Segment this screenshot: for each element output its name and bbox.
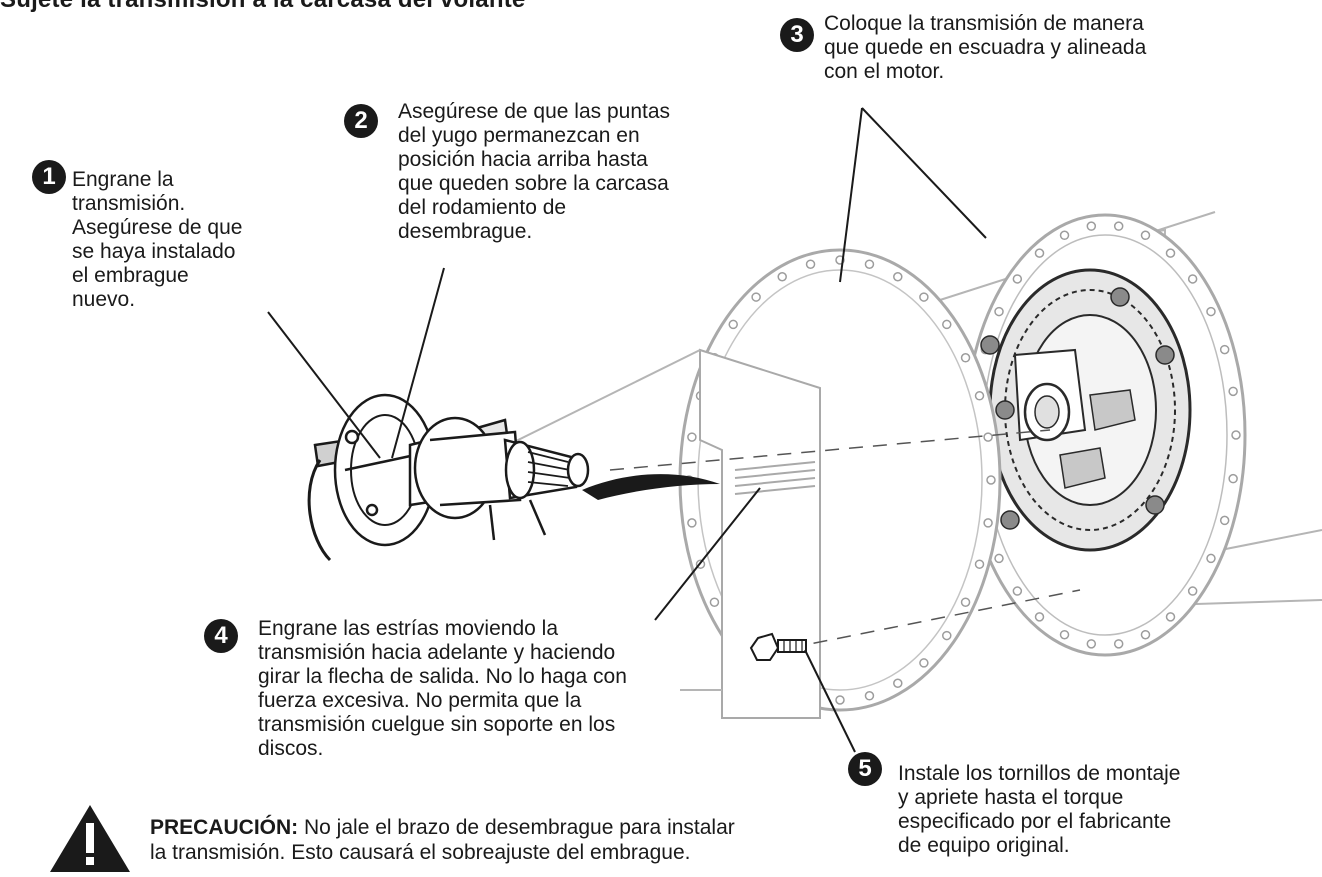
flywheel-bolt-hole <box>1140 629 1151 640</box>
flywheel-bolt-hole <box>1206 306 1216 317</box>
page-title: Sujete la transmisión a la carcasa del v… <box>0 0 525 14</box>
flywheel-bolt-hole <box>1187 274 1198 284</box>
housing-bolt-hole <box>687 518 697 528</box>
step-1-line: Engrane la <box>72 168 174 191</box>
housing-bolt-hole <box>709 597 720 607</box>
step-5-line: de equipo original. <box>898 834 1070 857</box>
step-5-badge: 5 <box>848 752 882 786</box>
housing-bolt-hole <box>983 432 993 442</box>
flywheel-bolt-hole <box>1165 612 1176 622</box>
step-4-line: girar la flecha de salida. No lo haga co… <box>258 665 627 688</box>
caution-text-1: No jale el brazo de desembrague para ins… <box>298 816 735 839</box>
flywheel-bolt-hole <box>1113 221 1124 231</box>
step-1-line: nuevo. <box>72 288 136 311</box>
housing-bolt-hole <box>777 271 787 282</box>
transmission-input-assembly <box>307 393 590 562</box>
leader-lines <box>267 107 987 753</box>
housing-bolt-hole <box>919 292 929 302</box>
step-3-callout: 3 Coloque la transmisión de manera que q… <box>780 12 1147 84</box>
step-2-line: del rodamiento de <box>398 196 567 219</box>
flywheel-bolt-hole <box>1086 221 1097 231</box>
flywheel-bolt-hole <box>1113 639 1124 649</box>
flywheel-bolt-hole <box>1086 639 1097 649</box>
step-2-line: posición hacia arriba hasta <box>398 148 648 171</box>
mounting-bolt <box>749 632 807 661</box>
housing-bolt-hole <box>986 475 996 485</box>
clutch-assembly <box>980 268 1192 552</box>
step-3-line: con el motor. <box>824 60 945 83</box>
flywheel-bolt-hole <box>1219 515 1230 526</box>
step-2-line: desembrague. <box>398 220 533 243</box>
caution-text-2: la transmisión. Esto causará el sobreaju… <box>150 841 691 864</box>
step-1-badge: 1 <box>32 160 66 194</box>
step-5-line: Instale los tornillos de montaje <box>898 762 1181 785</box>
step-4-line: Engrane las estrías moviendo la <box>258 617 558 640</box>
housing-bolt-hole <box>942 630 952 641</box>
step-5-line: y apriete hasta el torque <box>898 786 1124 809</box>
housing-bolt-hole <box>835 695 845 705</box>
step-3-line: Coloque la transmisión de manera <box>824 12 1144 35</box>
flywheel-bolt-hole <box>1012 274 1023 284</box>
step-2-callout: 2 Asegúrese de que las puntas del yugo p… <box>344 100 671 244</box>
step-3-line: que quede en escuadra y alineada <box>824 36 1147 59</box>
step-2-line: del yugo permanezcan en <box>398 124 640 147</box>
flywheel-bolt-hole <box>1012 586 1023 596</box>
step-4-line: transmisión cuelgue sin soporte en los <box>258 713 616 736</box>
step-4-line: transmisión hacia adelante y haciendo <box>258 641 616 664</box>
step-1-line: Asegúrese de que <box>72 216 243 239</box>
transmission-case <box>497 348 821 719</box>
housing-bolt-hole <box>687 432 697 442</box>
housing-bolt-hole <box>728 319 738 330</box>
step-1-callout: 1 Engrane la transmisión. Asegúrese de q… <box>32 160 243 312</box>
flywheel-bolt-hole <box>1228 386 1238 397</box>
step-1-line: se haya instalado <box>72 240 236 263</box>
step-4-badge: 4 <box>204 619 238 653</box>
housing-bolt-hole <box>893 678 903 689</box>
flywheel-bolt-hole <box>1231 430 1241 440</box>
flywheel-bolt-hole <box>1034 612 1045 622</box>
step-5-line: especificado por el fabricante <box>898 810 1172 833</box>
housing-bolt-hole <box>983 518 993 528</box>
flywheel-bolt-hole <box>994 306 1004 317</box>
flywheel-bolt-hole <box>1206 553 1216 564</box>
flywheel-bolt-hole <box>1034 248 1045 258</box>
step-5-callout: 5 Instale los tornillos de montaje y apr… <box>848 752 1181 858</box>
caution-note: PRECAUCIÓN: No jale el brazo de desembra… <box>150 815 735 865</box>
housing-bolt-hole <box>864 691 875 701</box>
motion-arrow <box>582 474 720 500</box>
flywheel-bolt-hole <box>1059 230 1070 241</box>
housing-bolt-hole <box>864 259 875 269</box>
step-4-line: fuerza excesiva. No permita que la <box>258 689 582 712</box>
alignment-lines <box>609 429 1081 649</box>
flywheel-bolt-hole <box>1187 586 1198 596</box>
flywheel-bolt-hole <box>1219 344 1230 355</box>
warning-exclamation-icon <box>50 805 130 872</box>
step-1-line: transmisión. <box>72 192 186 215</box>
housing-bolt-hole <box>960 597 971 607</box>
flywheel-bolt-hole <box>1165 248 1176 258</box>
flywheel-bolt-hole <box>1228 473 1238 484</box>
step-2-badge: 2 <box>344 104 378 138</box>
step-1-line: el embrague <box>72 264 189 287</box>
housing-bolt-hole <box>942 319 952 330</box>
step-4-line: discos. <box>258 737 324 760</box>
housing-bolt-hole <box>805 259 816 269</box>
housing-bolt-hole <box>751 292 761 302</box>
step-2-line: que queden sobre la carcasa <box>398 172 669 195</box>
flywheel-bolt-hole <box>1140 230 1151 241</box>
housing-bolt-hole <box>960 353 971 363</box>
flywheel-bolt-hole <box>994 553 1004 564</box>
housing-bolt-hole <box>919 658 929 668</box>
housing-bolt-hole <box>974 391 985 401</box>
step-2-line: Asegúrese de que las puntas <box>398 100 671 123</box>
housing-bolt-hole <box>893 271 903 282</box>
step-4-callout: 4 Engrane las estrías moviendo la transm… <box>204 617 627 761</box>
flywheel-bolt-hole <box>1059 629 1070 640</box>
housing-bolt-hole <box>974 559 985 569</box>
caution-label: PRECAUCIÓN: <box>150 816 299 839</box>
step-3-badge: 3 <box>780 18 814 52</box>
